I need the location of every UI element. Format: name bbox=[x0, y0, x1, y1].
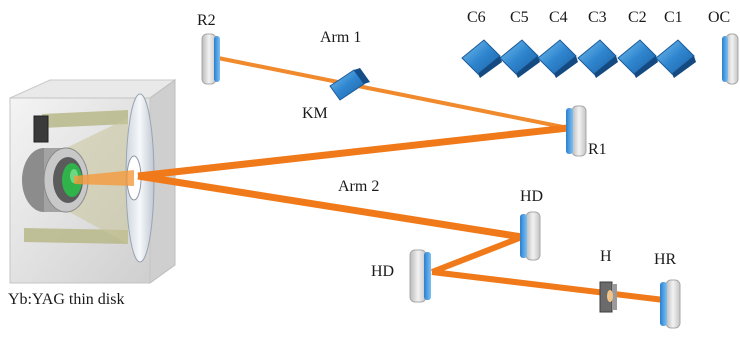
chirped-mirror-c5 bbox=[499, 39, 540, 78]
label-oc: OC bbox=[708, 9, 730, 26]
mirror-hd-upper bbox=[520, 211, 541, 261]
chirped-mirror-c3 bbox=[577, 39, 618, 78]
chirped-mirror-c1 bbox=[655, 39, 696, 78]
label-hd-upper: HD bbox=[520, 188, 543, 205]
beam-r2-r1 bbox=[217, 56, 569, 130]
mirror-r2 bbox=[201, 33, 220, 85]
pump-block bbox=[33, 115, 49, 143]
pump-guide-upper bbox=[42, 110, 128, 128]
aperture-h bbox=[599, 281, 617, 313]
mirror-r1 bbox=[566, 105, 587, 157]
chirped-mirrors bbox=[461, 39, 696, 78]
label-r2: R2 bbox=[197, 12, 216, 29]
labels: R2 Arm 1 C6 C5 C4 C3 C2 C1 OC KM R1 Arm … bbox=[8, 9, 730, 308]
label-r1: R1 bbox=[588, 141, 607, 158]
label-c6: C6 bbox=[467, 9, 486, 26]
beam-disk-inner bbox=[74, 170, 134, 186]
thin-disk-module bbox=[9, 79, 177, 284]
label-c4: C4 bbox=[549, 9, 568, 26]
label-c2: C2 bbox=[628, 9, 647, 26]
label-h: H bbox=[600, 248, 612, 265]
label-km: KM bbox=[302, 105, 328, 122]
beam-hd-hr bbox=[431, 269, 665, 303]
mirror-hr bbox=[660, 279, 681, 329]
beam-r1-disk bbox=[137, 124, 569, 180]
chirped-mirror-c4 bbox=[537, 39, 578, 78]
pump-guide-lower bbox=[24, 228, 128, 244]
label-disk: Yb:YAG thin disk bbox=[8, 291, 124, 308]
label-arm1: Arm 1 bbox=[320, 29, 361, 46]
label-hd-lower: HD bbox=[371, 263, 394, 280]
mirror-hd-lower bbox=[409, 249, 431, 303]
label-c5: C5 bbox=[510, 9, 529, 26]
label-c1: C1 bbox=[664, 9, 683, 26]
module-top-face bbox=[9, 79, 177, 99]
chirped-mirror-c2 bbox=[617, 39, 658, 78]
chirped-mirror-c6 bbox=[461, 39, 502, 78]
label-hr: HR bbox=[654, 251, 677, 268]
label-c3: C3 bbox=[588, 9, 607, 26]
beam-hd-hd bbox=[430, 234, 524, 275]
beam-arm2 bbox=[137, 172, 523, 241]
label-arm2: Arm 2 bbox=[338, 178, 379, 195]
kerr-medium-km bbox=[329, 68, 370, 101]
mirror-oc bbox=[722, 33, 739, 85]
